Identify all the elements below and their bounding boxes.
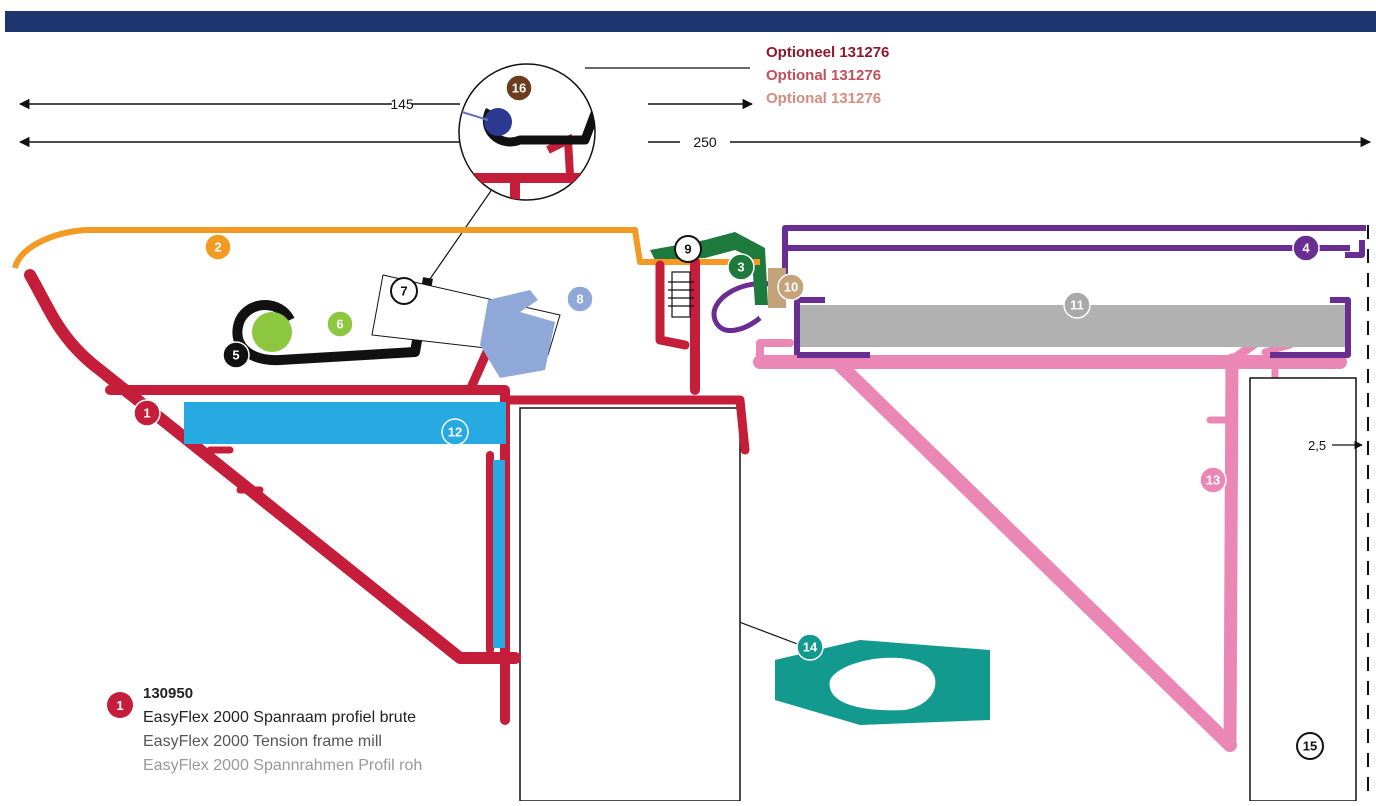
marker-11-label: 11	[1070, 298, 1084, 313]
marker-3: 3	[727, 253, 755, 281]
marker-14-label: 14	[803, 640, 818, 655]
optional-label-nl: Optioneel 131276	[766, 44, 889, 61]
magnifier-detail	[458, 63, 596, 201]
screw	[668, 271, 694, 318]
marker-6-circle	[326, 310, 354, 338]
marker-16-circle	[505, 74, 533, 102]
marker-15: 15	[1296, 732, 1324, 760]
marker-8: 8	[566, 285, 594, 313]
marker-13: 13	[1199, 466, 1227, 494]
marker-13-label: 13	[1206, 473, 1220, 488]
marker-11-circle	[1063, 291, 1091, 319]
marker-6: 6	[326, 310, 354, 338]
marker-9-label: 9	[684, 242, 691, 257]
marker-2-circle	[204, 233, 232, 261]
marker-2: 2	[204, 233, 232, 261]
legend-marker	[107, 692, 133, 718]
legend-marker-label: 1	[116, 698, 123, 713]
marker-11: 11	[1063, 291, 1091, 319]
marker-5-circle	[222, 341, 250, 369]
marker-3-label: 3	[737, 260, 744, 275]
legend-line-de: EasyFlex 2000 Spannrahmen Profil roh	[143, 757, 422, 774]
marker-15-label: 15	[1303, 739, 1317, 754]
marker-12: 12	[441, 418, 469, 446]
dimension-2-5-label: 2,5	[1308, 438, 1326, 453]
marker-5: 5	[222, 341, 250, 369]
marker-6-label: 6	[336, 317, 343, 332]
marker-10-circle	[777, 273, 805, 301]
marker-8-label: 8	[576, 292, 583, 307]
legend-line-en: EasyFlex 2000 Tension frame mill	[143, 733, 382, 750]
marker-8-circle	[566, 285, 594, 313]
marker-14: 14	[796, 633, 824, 661]
legend-line-nl: EasyFlex 2000 Spanraam profiel brute	[143, 709, 416, 726]
dimension-250: 250	[18, 134, 1372, 150]
marker-9: 9	[674, 235, 702, 263]
marker-16: 16	[505, 74, 533, 102]
marker-1-label: 1	[143, 406, 150, 421]
marker-7-circle	[390, 277, 418, 305]
marker-5-label: 5	[232, 348, 239, 363]
teal-connector-hole	[829, 657, 936, 711]
legend-code: 130950	[143, 685, 193, 702]
marker-10-label: 10	[784, 280, 798, 295]
marker-10: 10	[777, 273, 805, 301]
marker-9-circle	[674, 235, 702, 263]
dimension-145-label: 145	[390, 96, 414, 112]
blue-grey-clip	[480, 290, 555, 378]
marker-14-circle	[796, 633, 824, 661]
marker-7-label: 7	[400, 284, 407, 299]
black-seal	[232, 277, 433, 366]
green-round-gasket	[252, 312, 292, 352]
marker-16-label: 16	[512, 81, 526, 96]
marker-13-circle	[1199, 466, 1227, 494]
optional-label-en: Optional 131276	[766, 67, 881, 84]
frame-body-left	[519, 407, 741, 802]
marker-12-circle	[441, 418, 469, 446]
marker-3-circle	[727, 253, 755, 281]
legend: 1 130950 EasyFlex 2000 Spanraam profiel …	[107, 685, 422, 774]
marker-4-circle	[1292, 234, 1320, 262]
marker-12-label: 12	[448, 425, 462, 440]
header-bar	[5, 11, 1376, 32]
frame-body-right	[1249, 377, 1357, 802]
marker-1-circle	[133, 399, 161, 427]
orange-profile	[12, 227, 760, 269]
marker-2-label: 2	[214, 240, 221, 255]
blue-strip-vertical	[493, 460, 505, 648]
marker-15-circle	[1296, 732, 1324, 760]
marker-4: 4	[1292, 234, 1320, 262]
marker-4-label: 4	[1302, 241, 1310, 256]
marker-7: 7	[390, 277, 418, 305]
marker-1: 1	[133, 399, 161, 427]
optional-label-de: Optional 131276	[766, 90, 881, 107]
dimension-250-label: 250	[693, 134, 717, 150]
dimension-145: 145	[18, 96, 754, 112]
